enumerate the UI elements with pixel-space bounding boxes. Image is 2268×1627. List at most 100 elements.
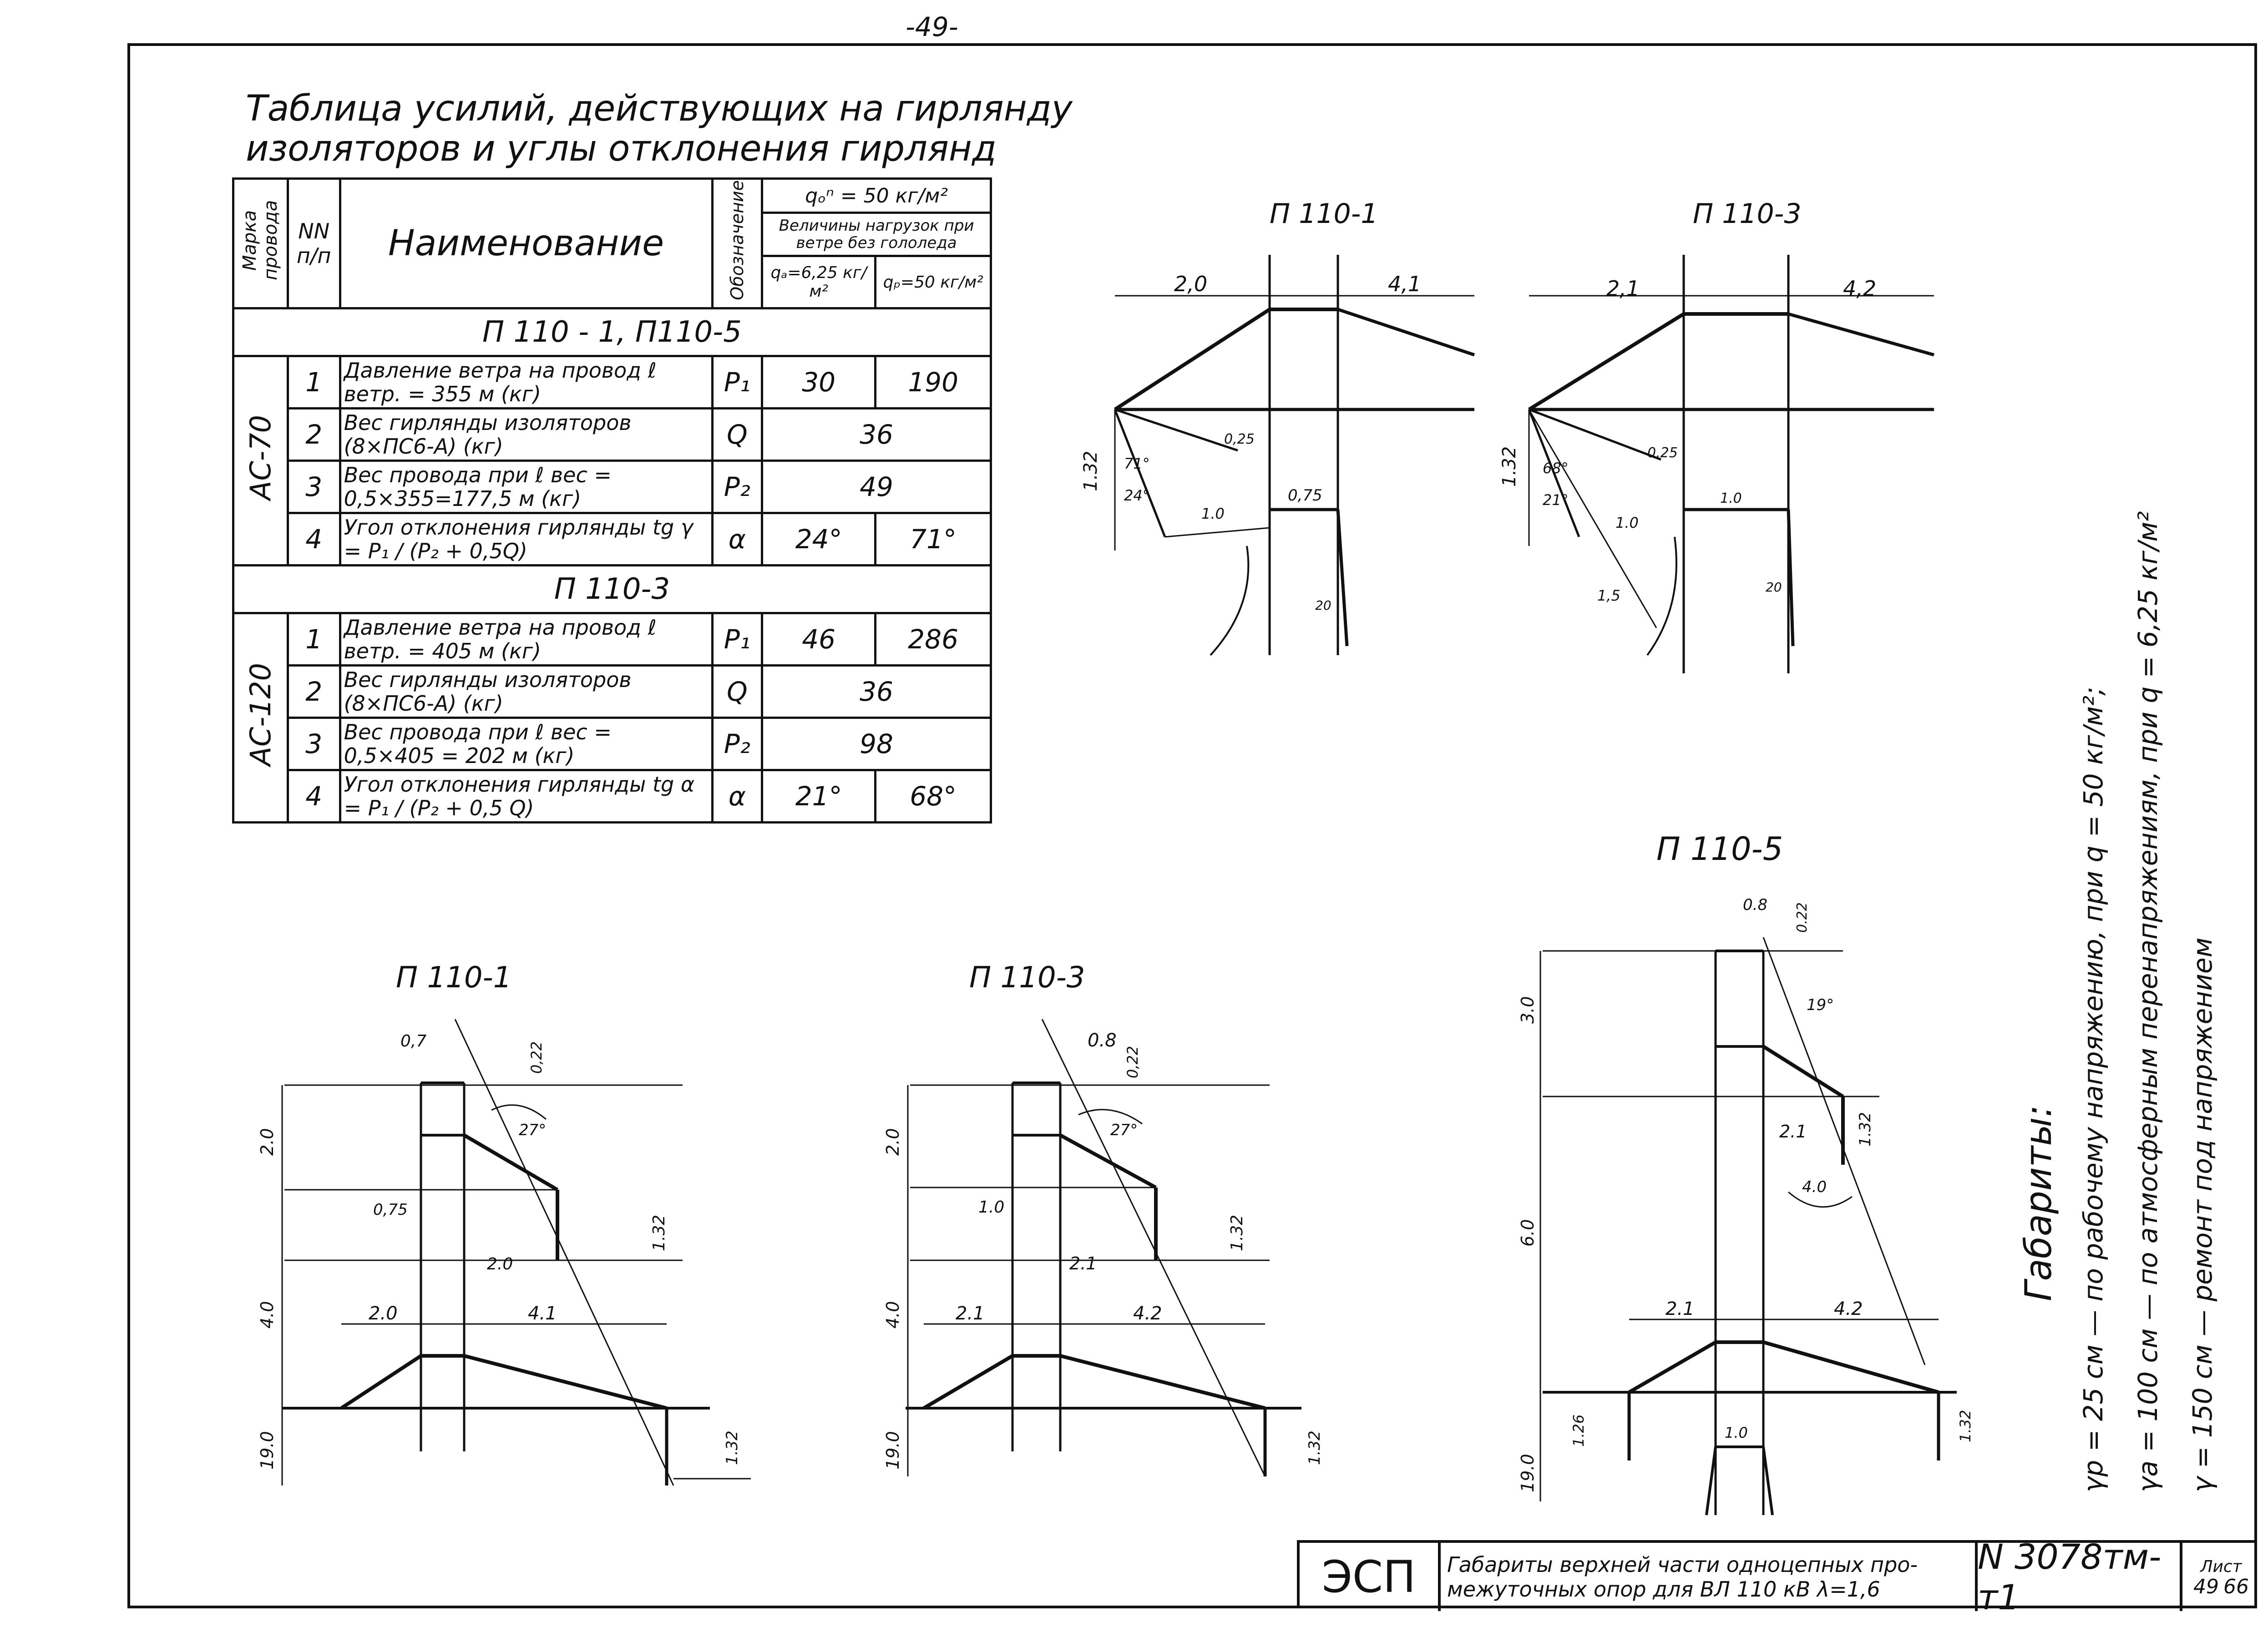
dim-label: 4.2 xyxy=(1834,1299,1863,1319)
dim-label: 4.0 xyxy=(1802,1178,1827,1196)
header-name: Наименование xyxy=(339,177,714,309)
title-block-sheet-number: 49 xyxy=(2193,1575,2219,1598)
angle-label: 24° xyxy=(1124,487,1150,504)
title-block: ЭСП Габариты верхней части одноцепных пр… xyxy=(1297,1536,2260,1617)
page-number: -49- xyxy=(906,11,958,42)
dim-label: 1.0 xyxy=(1720,490,1742,506)
angle-label: 71° xyxy=(1124,455,1150,472)
wire-grade: АС-70 xyxy=(232,355,289,566)
dim-label: 2,0 xyxy=(1174,272,1207,296)
header-num: NN п/п xyxy=(286,177,341,309)
title-block-doc-number: N 3078тм-т1 xyxy=(1978,1536,2182,1617)
dim-label: 0.8 xyxy=(1088,1030,1117,1051)
dim-label: 6.0 xyxy=(1518,1219,1538,1247)
row-value-qa: 24° xyxy=(761,512,877,566)
angle-label: 68° xyxy=(1543,460,1569,477)
angle-label: 19° xyxy=(1807,996,1834,1014)
row-name: Вес провода при ℓ вес = 0,5×355=177,5 м … xyxy=(339,460,714,514)
dim-label: 0.8 xyxy=(1743,896,1767,914)
dim-label: 1.0 xyxy=(978,1198,1004,1217)
row-value: 36 xyxy=(761,407,992,462)
dim-label: 0,75 xyxy=(373,1201,408,1219)
row-symbol: Q xyxy=(711,407,764,462)
dim-label: 4.0 xyxy=(883,1301,903,1329)
dim-label: 1.32 xyxy=(1957,1410,1974,1442)
title-block-sheet: Лист 49 66 xyxy=(2182,1543,2260,1611)
drawing-frame xyxy=(127,43,2257,1608)
angle-label: 27° xyxy=(1110,1121,1138,1139)
row-symbol: Q xyxy=(711,664,764,719)
dim-label: 2,1 xyxy=(1606,276,1640,301)
dim-label: 20 xyxy=(1766,580,1782,595)
row-symbol: α xyxy=(711,769,764,824)
dim-label: 0,75 xyxy=(1288,486,1322,505)
row-symbol: P₁ xyxy=(711,612,764,667)
clearance-line-working: γр = 25 см — по рабочему напряжению, при… xyxy=(2078,687,2109,1492)
row-number: 1 xyxy=(286,355,341,409)
bottom-p110-5-title: П 110-5 xyxy=(1656,830,1783,868)
dim-label: 0,25 xyxy=(1224,431,1255,447)
dim-label: 0,22 xyxy=(528,1041,545,1074)
dim-label: 4,2 xyxy=(1843,276,1876,301)
row-name: Давление ветра на провод ℓ ветр. = 355 м… xyxy=(339,355,714,409)
top-p110-3-title: П 110-3 xyxy=(1693,198,1802,230)
dim-label: 0.22 xyxy=(1794,902,1810,933)
dim-label: 1.0 xyxy=(1201,505,1225,522)
title-block-sheet-label: Лист xyxy=(2200,1557,2242,1576)
dim-label: 19.0 xyxy=(883,1431,903,1470)
row-number: 4 xyxy=(286,512,341,566)
row-symbol: α xyxy=(711,512,764,566)
row-name: Угол отклонения гирлянды tg γ = P₁ / (P₂… xyxy=(339,512,714,566)
bottom-diagram-p110-1 xyxy=(281,1019,751,1486)
dim-label: 2.1 xyxy=(1069,1253,1097,1273)
table-title-line2: изоляторов и углы отклонения гирлянд xyxy=(246,128,997,169)
top-diagram-p110-3 xyxy=(1528,255,1934,673)
row-name: Вес гирлянды изоляторов (8×ПС6-А) (кг) xyxy=(339,664,714,719)
title-block-description-line1: Габариты верхней части одноцепных про- xyxy=(1447,1552,1918,1577)
dim-label: 2.0 xyxy=(487,1255,513,1273)
top-diagram-p110-1 xyxy=(1114,255,1475,656)
row-value-qa: 46 xyxy=(761,612,877,667)
wire-grade: АС-120 xyxy=(232,612,289,824)
row-symbol: P₂ xyxy=(711,717,764,771)
bottom-p110-1-title: П 110-1 xyxy=(396,961,511,995)
title-block-total-sheets: 66 xyxy=(2223,1575,2249,1598)
row-name: Вес провода при ℓ вес = 0,5×405 = 202 м … xyxy=(339,717,714,771)
row-value: 49 xyxy=(761,460,992,514)
header-qa: qₐ=6,25 кг/м² xyxy=(761,255,877,309)
bottom-p110-3-title: П 110-3 xyxy=(969,961,1085,995)
dim-label: 2.0 xyxy=(257,1128,277,1156)
row-number: 2 xyxy=(286,407,341,462)
header-wire: Марка провода xyxy=(232,177,289,309)
header-loads: Величины нагрузок при ветре без гололеда xyxy=(761,212,992,257)
dim-label: 1,5 xyxy=(1597,587,1620,604)
dim-label: 2.1 xyxy=(1779,1122,1807,1142)
table-title: Таблица усилий, действующих на гирлянду … xyxy=(246,89,1073,169)
bottom-diagram-p110-3 xyxy=(906,1019,1301,1477)
row-value-qa: 21° xyxy=(761,769,877,824)
dim-label: 4.2 xyxy=(1133,1303,1162,1324)
dim-label: 20 xyxy=(1315,598,1331,613)
dim-label: 1.0 xyxy=(1615,514,1639,531)
row-number: 4 xyxy=(286,769,341,824)
row-value: 36 xyxy=(761,664,992,719)
dim-label: 1.32 xyxy=(650,1215,668,1251)
dim-label: 1.26 xyxy=(1570,1415,1587,1447)
table-title-line1: Таблица усилий, действующих на гирлянду xyxy=(246,88,1073,129)
dim-label: 1.32 xyxy=(1499,446,1520,487)
dim-label: 1.32 xyxy=(1856,1112,1874,1147)
header-qp: qₚ=50 кг/м² xyxy=(874,255,992,309)
dim-label: 0,7 xyxy=(400,1032,426,1051)
dim-label: 1.32 xyxy=(1228,1215,1246,1251)
section-heading: П 110 - 1, П110-5 xyxy=(232,307,992,357)
row-value-qp: 190 xyxy=(874,355,992,409)
dim-label: 2.1 xyxy=(956,1303,985,1324)
row-value-qp: 71° xyxy=(874,512,992,566)
angle-label: 21° xyxy=(1543,491,1569,509)
row-name: Угол отклонения гирлянды tg α = P₁ / (P₂… xyxy=(339,769,714,824)
dim-label: 1.32 xyxy=(723,1430,741,1465)
dim-label: 4.1 xyxy=(528,1303,557,1324)
dim-label: 19.0 xyxy=(257,1431,277,1470)
row-value: 98 xyxy=(761,717,992,771)
row-value-qp: 68° xyxy=(874,769,992,824)
